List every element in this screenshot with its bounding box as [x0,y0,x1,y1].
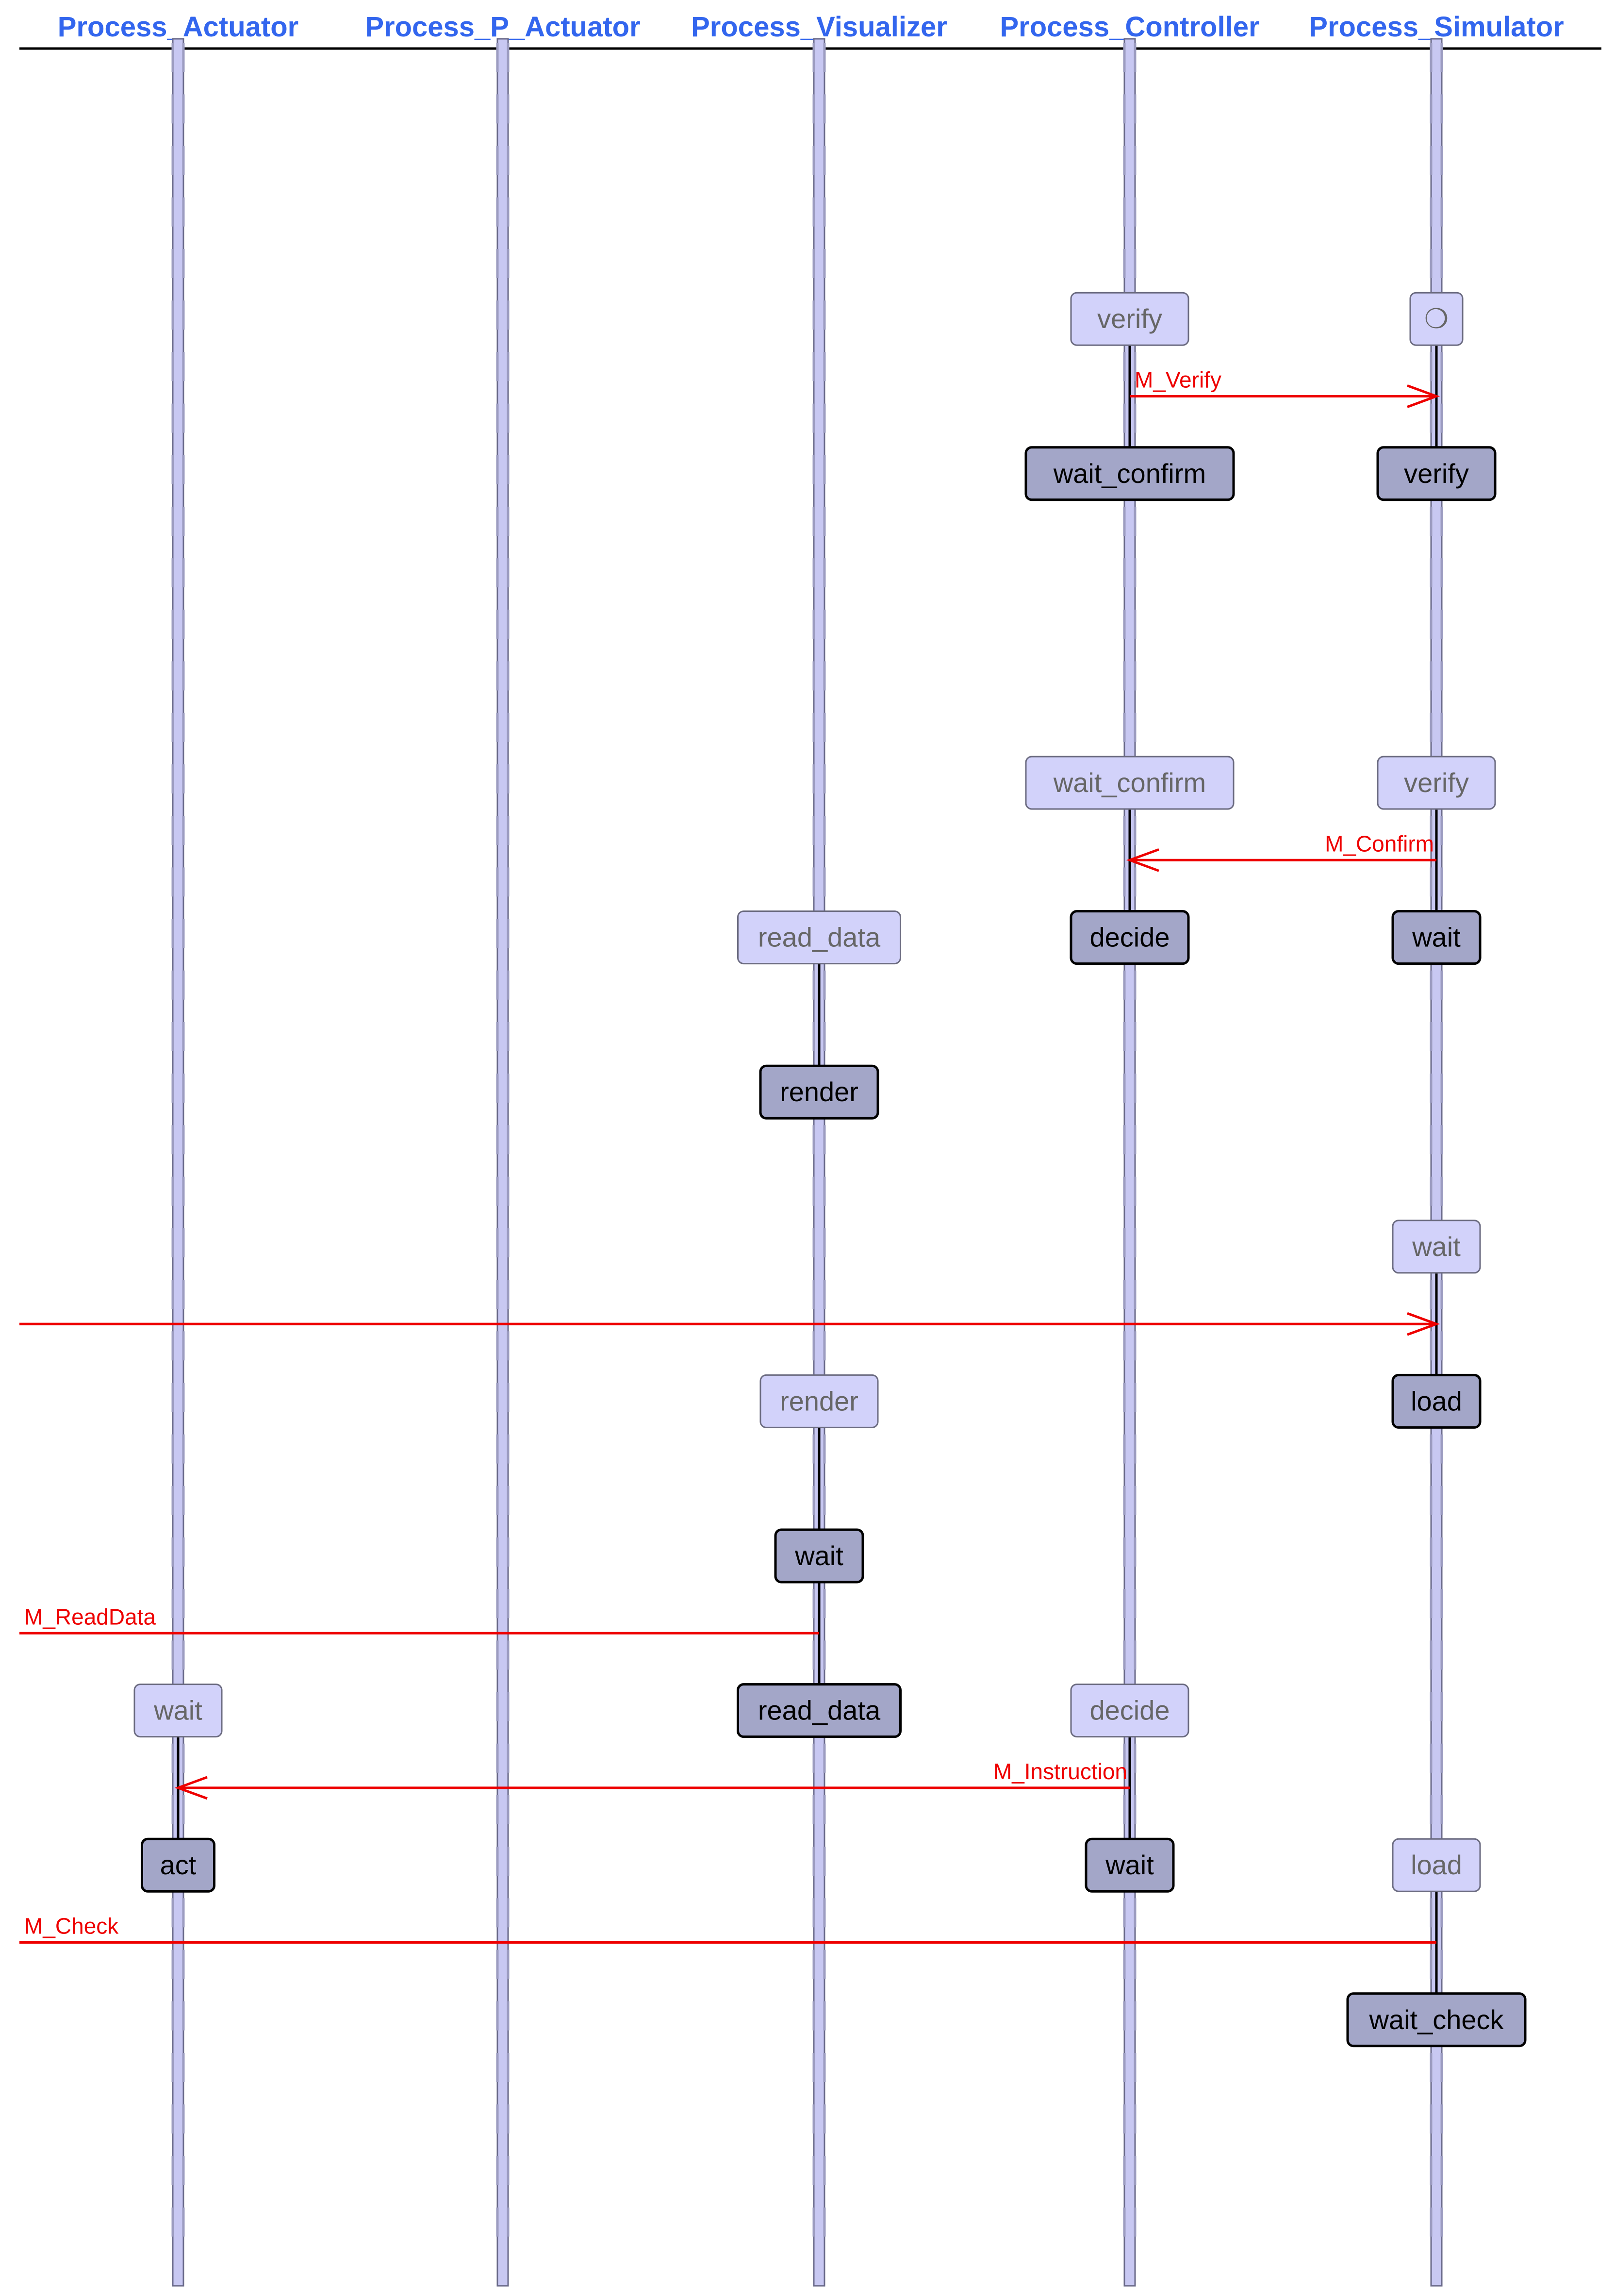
state-box-actuator: act [141,1837,215,1893]
lifeline-visualizer [812,38,826,2287]
message-label: M_Check [24,1914,119,1939]
state-label: verify [1404,458,1469,489]
state-box-simulator: wait [1391,910,1482,965]
state-box-simulator: wait_check [1346,1992,1527,2048]
message-m-verify: M_Verify [1130,367,1440,408]
state-box-controller: wait [1085,1837,1175,1893]
state-label: wait [1412,1231,1461,1262]
state-box-controller: wait_confirm [1024,446,1235,501]
state-box-controller: decide [1070,910,1190,965]
state-label: wait [153,1695,202,1726]
state-label: wait [1412,922,1461,953]
state-box-controller: verify [1070,292,1189,346]
message-m-check: M_Check [19,1914,1436,1944]
process-header-actuator: Process_Actuator [58,11,298,43]
state-box-visualizer: read_data [737,910,901,965]
state-box-simulator: wait [1392,1220,1481,1274]
state-box-simulator: load [1391,1373,1482,1429]
process-header-p_actuator: Process_P_Actuator [365,11,640,43]
state-label: act [160,1850,197,1880]
message-m-readdata: M_ReadData [19,1604,819,1635]
state-label: load [1411,1850,1462,1880]
state-box-visualizer: wait [774,1528,864,1584]
state-label: ❍ [1424,303,1449,334]
message-label: M_ReadData [24,1604,156,1629]
message-label: M_Confirm [1325,831,1434,856]
state-label: verify [1097,303,1162,334]
state-label: wait_confirm [1053,458,1206,489]
state-label: decide [1089,1695,1170,1726]
lifeline-p_actuator [496,38,510,2287]
state-label: load [1411,1386,1462,1416]
process-header-simulator: Process_Simulator [1309,11,1564,43]
lifeline-actuator [171,38,185,2287]
state-label: verify [1404,767,1469,798]
message-unlabeled [19,1312,1440,1336]
state-box-simulator: load [1392,1838,1481,1892]
message-label: M_Verify [1135,367,1221,393]
lifeline-simulator [1430,38,1443,2287]
state-box-actuator: wait [133,1684,223,1738]
state-box-controller: wait_confirm [1025,756,1235,810]
state-label: render [780,1076,858,1107]
state-label: wait_check [1368,2004,1504,2035]
state-box-simulator: ❍ [1409,292,1464,346]
state-box-visualizer: render [759,1374,879,1428]
state-box-visualizer: render [759,1064,879,1120]
process-header-visualizer: Process_Visualizer [691,11,947,43]
message-m-instruction: M_Instruction [174,1759,1130,1800]
message-label: M_Instruction [993,1759,1127,1784]
state-box-simulator: verify [1376,446,1497,501]
state-label: wait_confirm [1053,767,1206,798]
state-label: read_data [758,922,881,953]
state-box-simulator: verify [1377,756,1496,810]
state-label: wait [794,1540,843,1571]
message-m-confirm: M_Confirm [1126,831,1436,872]
state-box-controller: decide [1070,1684,1189,1738]
state-box-visualizer: read_data [737,1683,902,1738]
process-header-controller: Process_Controller [1000,11,1259,43]
state-label: render [780,1386,858,1416]
state-label: read_data [758,1695,881,1726]
state-label: wait [1105,1850,1154,1880]
state-label: decide [1089,922,1170,953]
